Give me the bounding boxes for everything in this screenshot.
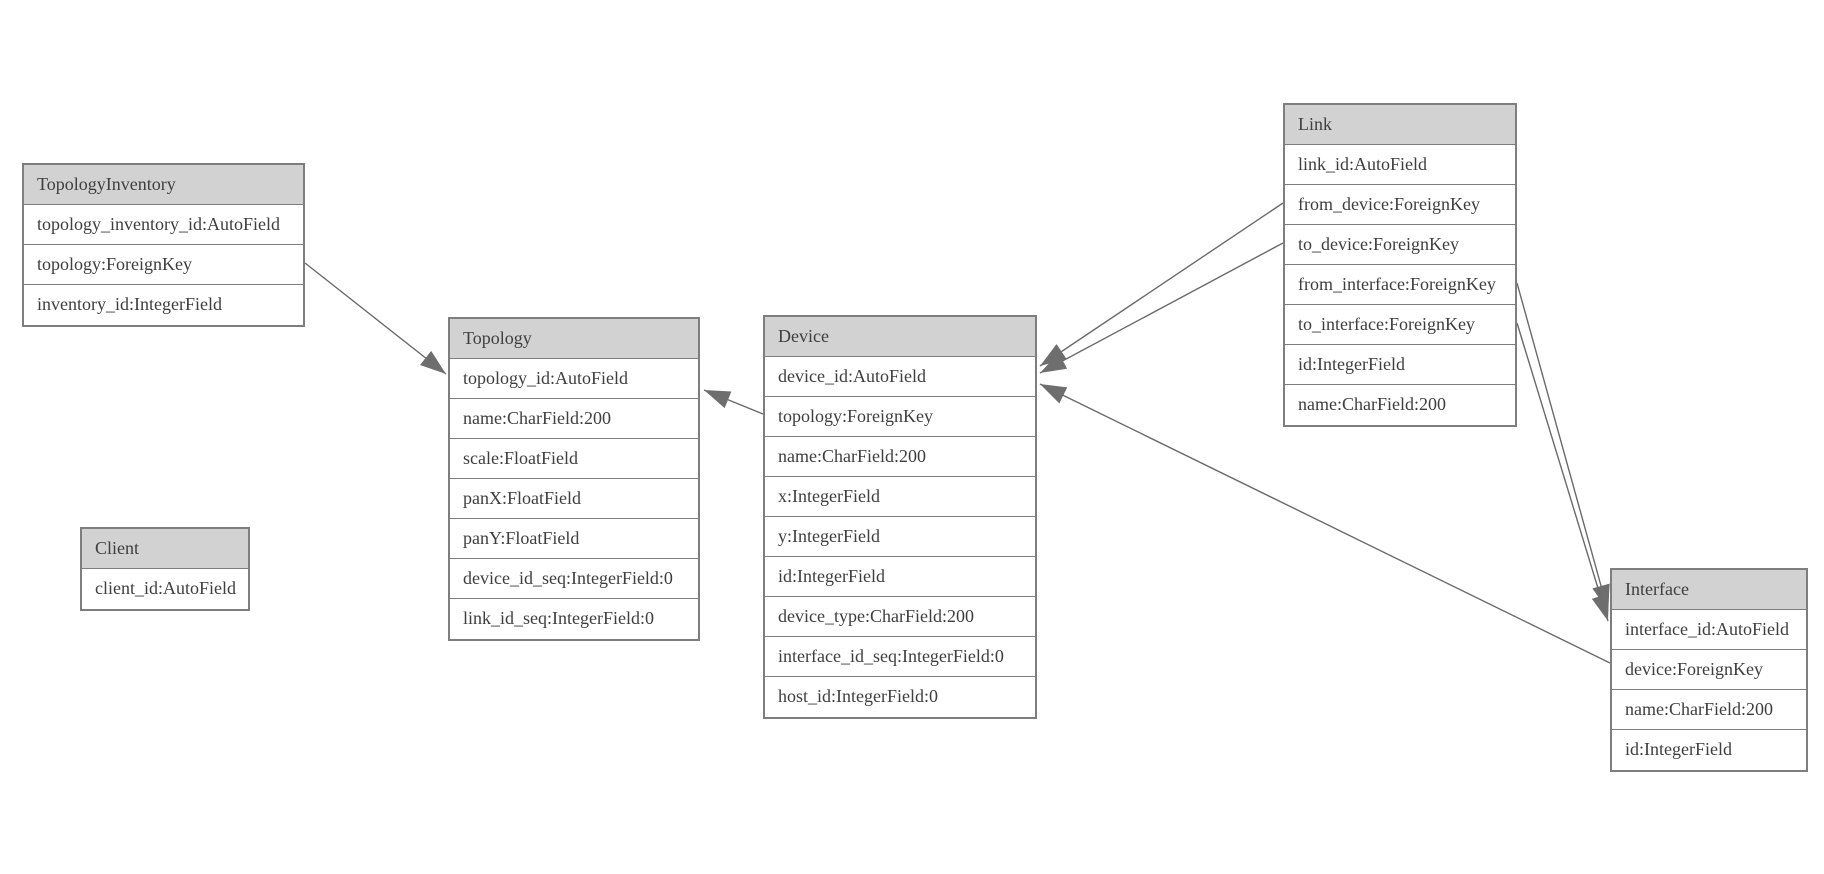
field-row-device-0: device_id:AutoField — [765, 357, 1035, 397]
field-row-topology-5: device_id_seq:IntegerField:0 — [450, 559, 698, 599]
field-row-topology-4: panY:FloatField — [450, 519, 698, 559]
relationship-link-to-device-fk — [1039, 242, 1284, 374]
field-row-device-3: x:IntegerField — [765, 477, 1035, 517]
relationship-topologyinventory-topology-fk — [304, 262, 447, 375]
table-title-topology-inventory: TopologyInventory — [24, 165, 303, 205]
field-row-topology-6: link_id_seq:IntegerField:0 — [450, 599, 698, 639]
field-row-device-8: host_id:IntegerField:0 — [765, 677, 1035, 717]
field-row-device-4: y:IntegerField — [765, 517, 1035, 557]
field-row-device-5: id:IntegerField — [765, 557, 1035, 597]
table-title-link: Link — [1285, 105, 1515, 145]
field-row-topology-inventory-2: inventory_id:IntegerField — [24, 285, 303, 325]
field-row-link-6: name:CharField:200 — [1285, 385, 1515, 425]
field-row-client-0: client_id:AutoField — [82, 569, 248, 609]
relationship-link-from-interface-fk — [1516, 282, 1610, 612]
table-title-interface: Interface — [1612, 570, 1806, 610]
table-title-client: Client — [82, 529, 248, 569]
field-row-topology-1: name:CharField:200 — [450, 399, 698, 439]
field-row-topology-inventory-1: topology:ForeignKey — [24, 245, 303, 285]
field-row-topology-2: scale:FloatField — [450, 439, 698, 479]
field-row-device-2: name:CharField:200 — [765, 437, 1035, 477]
field-row-link-4: to_interface:ForeignKey — [1285, 305, 1515, 345]
field-row-interface-2: name:CharField:200 — [1612, 690, 1806, 730]
relationship-link-from-device-fk — [1039, 202, 1284, 367]
field-row-link-3: from_interface:ForeignKey — [1285, 265, 1515, 305]
field-row-device-6: device_type:CharField:200 — [765, 597, 1035, 637]
relationship-link-to-interface-fk — [1516, 322, 1610, 622]
field-row-topology-inventory-0: topology_inventory_id:AutoField — [24, 205, 303, 245]
relationship-device-topology-fk — [703, 389, 764, 415]
field-row-device-7: interface_id_seq:IntegerField:0 — [765, 637, 1035, 677]
field-row-device-1: topology:ForeignKey — [765, 397, 1035, 437]
field-row-topology-0: topology_id:AutoField — [450, 359, 698, 399]
field-row-link-5: id:IntegerField — [1285, 345, 1515, 385]
field-row-link-2: to_device:ForeignKey — [1285, 225, 1515, 265]
field-row-topology-3: panX:FloatField — [450, 479, 698, 519]
field-row-interface-0: interface_id:AutoField — [1612, 610, 1806, 650]
field-row-link-1: from_device:ForeignKey — [1285, 185, 1515, 225]
table-title-device: Device — [765, 317, 1035, 357]
field-row-link-0: link_id:AutoField — [1285, 145, 1515, 185]
field-row-interface-1: device:ForeignKey — [1612, 650, 1806, 690]
table-title-topology: Topology — [450, 319, 698, 359]
field-row-interface-3: id:IntegerField — [1612, 730, 1806, 770]
